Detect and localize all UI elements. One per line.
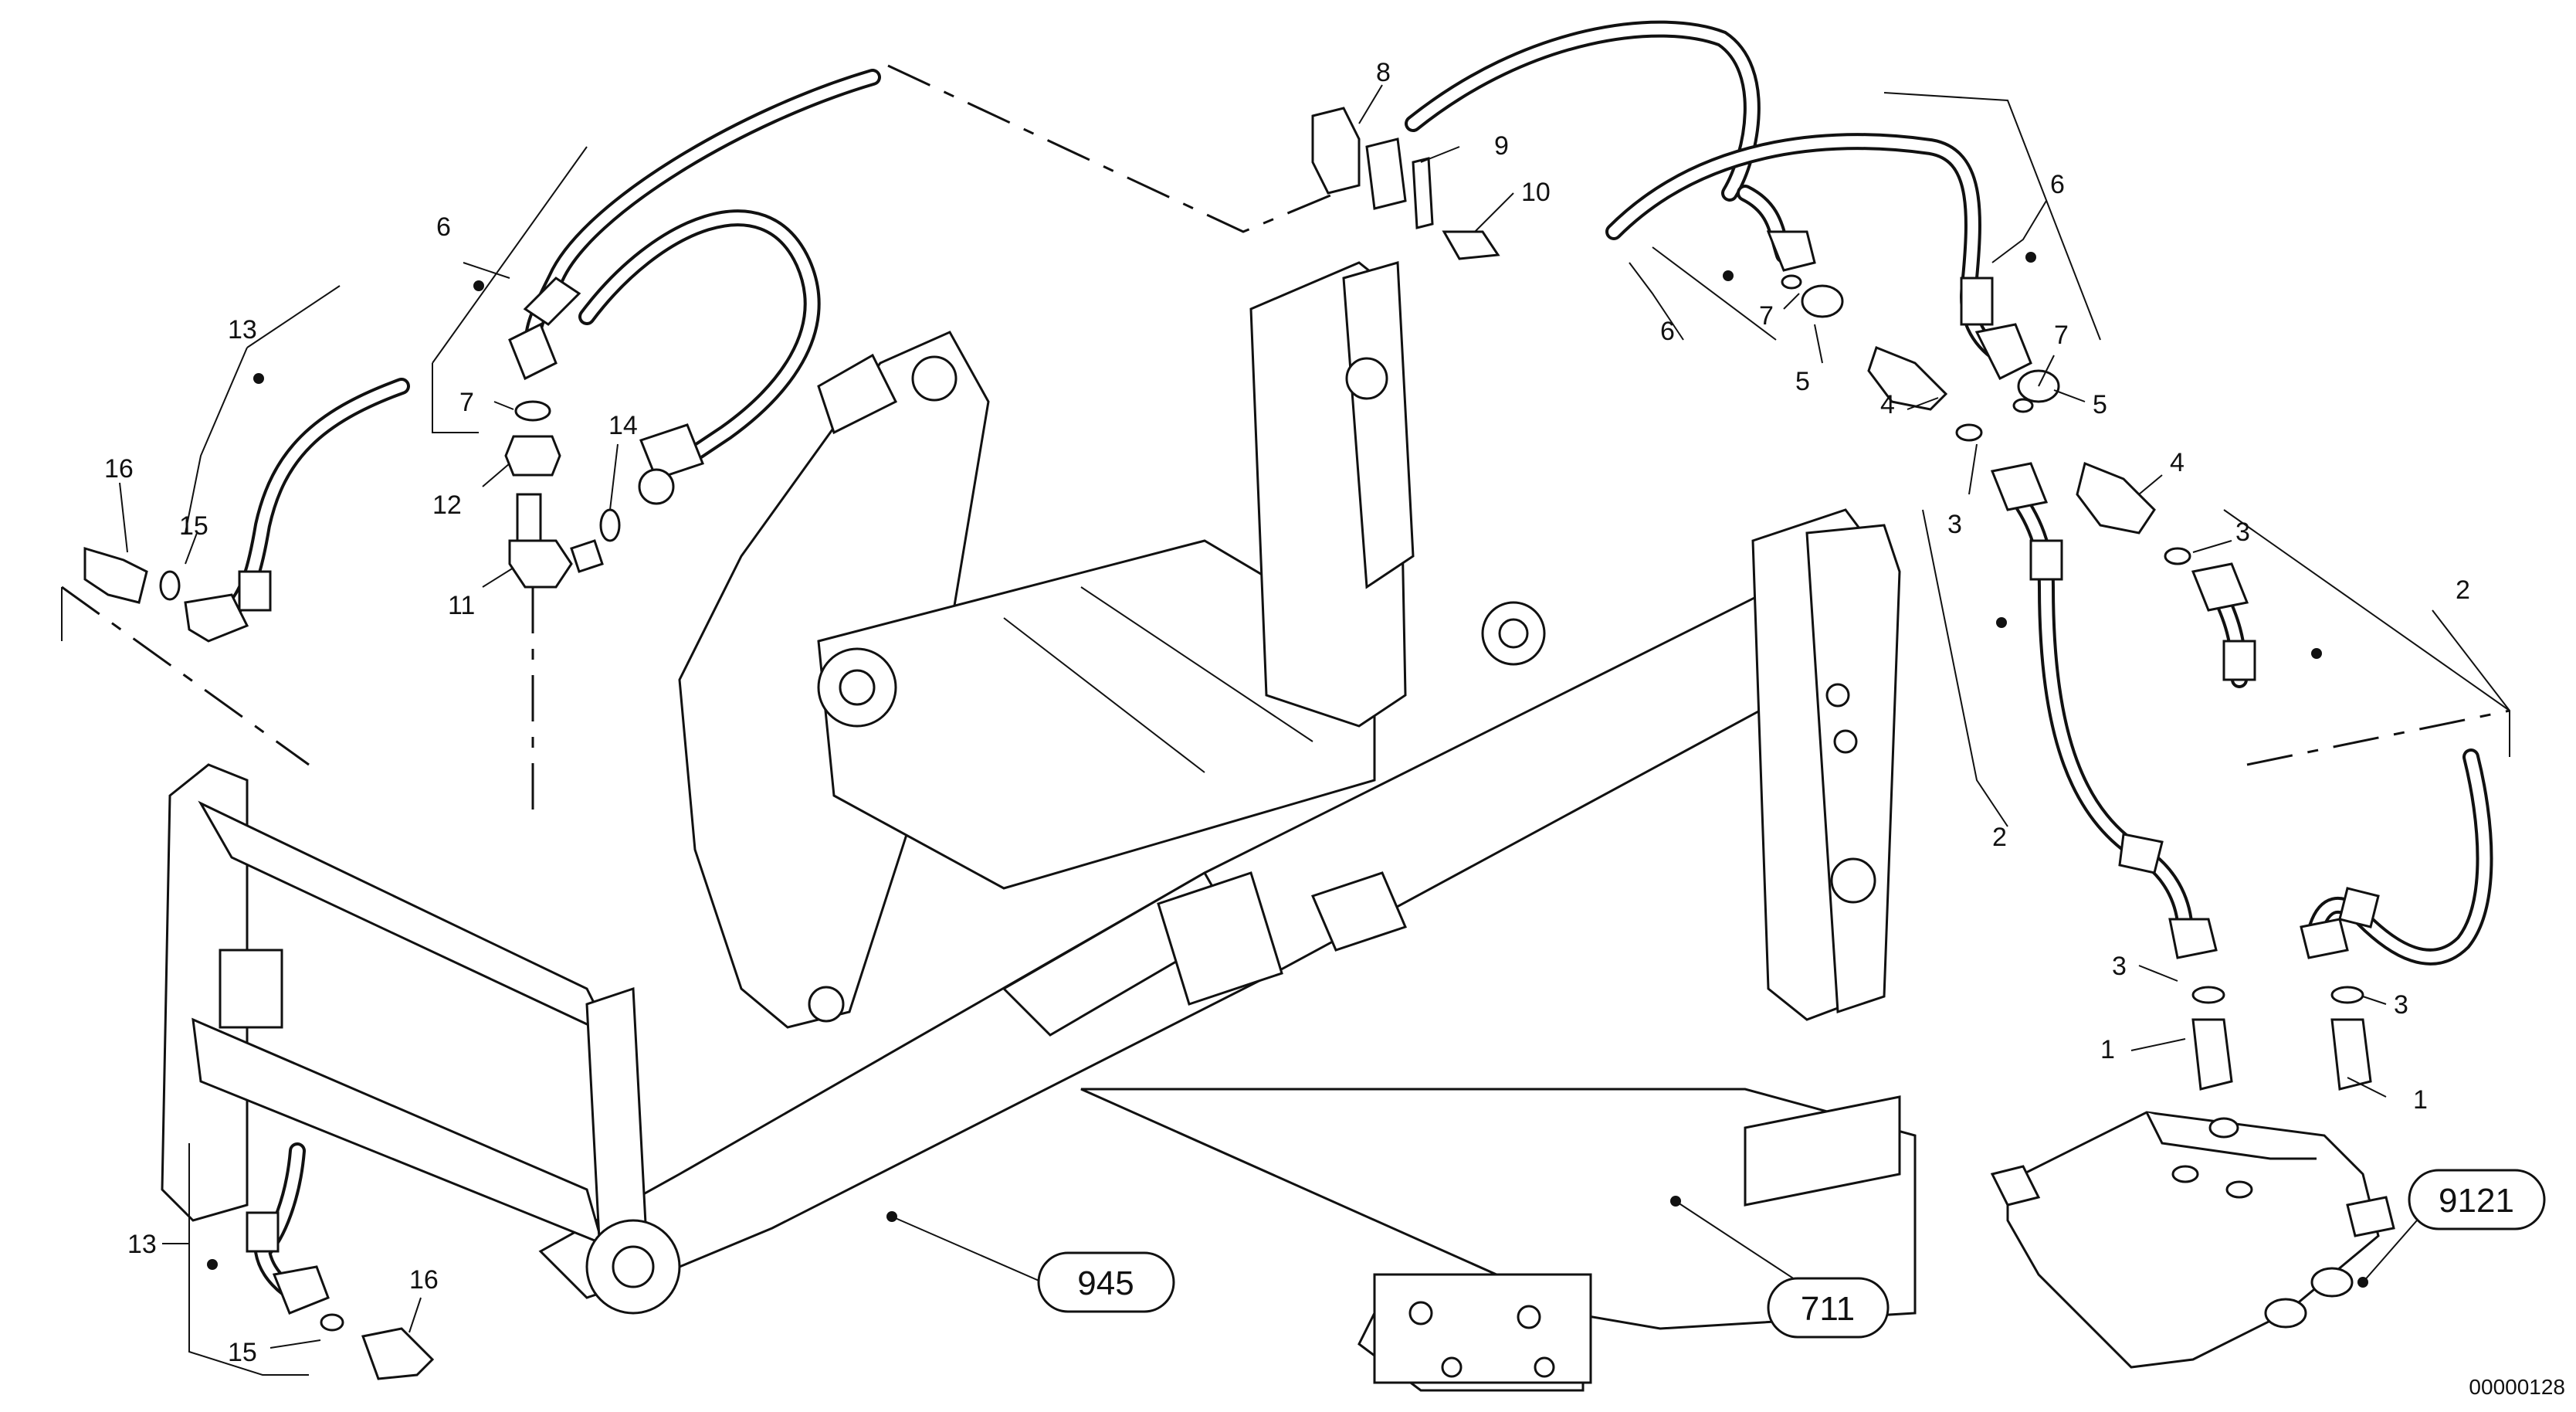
reference-945-label: 945 (1077, 1264, 1134, 1302)
control-valve (1990, 1111, 2395, 1369)
callout-3: 3 (1947, 510, 1962, 539)
loader-frame (61, 64, 2510, 1392)
callout-5: 5 (1795, 367, 1810, 396)
callout-14: 14 (608, 411, 638, 440)
callout-11: 11 (448, 591, 475, 620)
bottom-left-hose (246, 1142, 435, 1380)
reference-9121-label: 9121 (2439, 1182, 2514, 1220)
callout-1: 1 (2413, 1085, 2428, 1115)
callout-16: 16 (104, 454, 134, 484)
document-number: 00000128 (2469, 1375, 2565, 1399)
callout-13: 13 (127, 1230, 157, 1259)
callout-4: 4 (1880, 390, 1895, 419)
callout-7: 7 (1759, 301, 1774, 331)
callout-7: 7 (2054, 321, 2069, 350)
callout-15: 15 (179, 511, 208, 541)
reference-711: 711 (1767, 1277, 1890, 1339)
callout-6: 6 (1660, 317, 1675, 346)
reference-dots (207, 252, 2368, 1288)
callout-5: 5 (2093, 390, 2107, 419)
left-upper-hose (508, 69, 881, 505)
far-left-hose (83, 378, 410, 643)
callout-1: 1 (2100, 1035, 2115, 1064)
callout-6: 6 (2050, 170, 2065, 199)
callout-9: 9 (1494, 131, 1509, 161)
callout-labels: 1 1 2 2 3 3 3 3 4 4 5 5 6 6 6 7 7 7 8 9 … (104, 58, 2470, 1367)
left-fittings (504, 400, 621, 589)
callout-2: 2 (1992, 823, 2007, 852)
reference-711-label: 711 (1801, 1290, 1855, 1328)
clamp-parts (1311, 107, 1500, 260)
right-hoses (1605, 133, 2493, 1091)
callout-16: 16 (409, 1265, 439, 1295)
callout-3: 3 (2235, 518, 2250, 547)
callout-13: 13 (228, 315, 257, 345)
upper-center-hose (1405, 20, 1761, 202)
callout-2: 2 (2456, 575, 2470, 605)
leader-lines (61, 84, 2510, 1376)
reference-9121: 9121 (2408, 1169, 2546, 1230)
callout-10: 10 (1521, 178, 1551, 207)
callout-3: 3 (2112, 952, 2127, 981)
callout-3: 3 (2394, 990, 2408, 1020)
callout-6: 6 (436, 212, 451, 242)
callout-4: 4 (2170, 448, 2185, 477)
callout-7: 7 (459, 388, 474, 417)
callout-12: 12 (432, 490, 462, 520)
reference-945: 945 (1037, 1251, 1175, 1313)
callout-8: 8 (1376, 58, 1391, 87)
callout-15: 15 (228, 1338, 257, 1367)
